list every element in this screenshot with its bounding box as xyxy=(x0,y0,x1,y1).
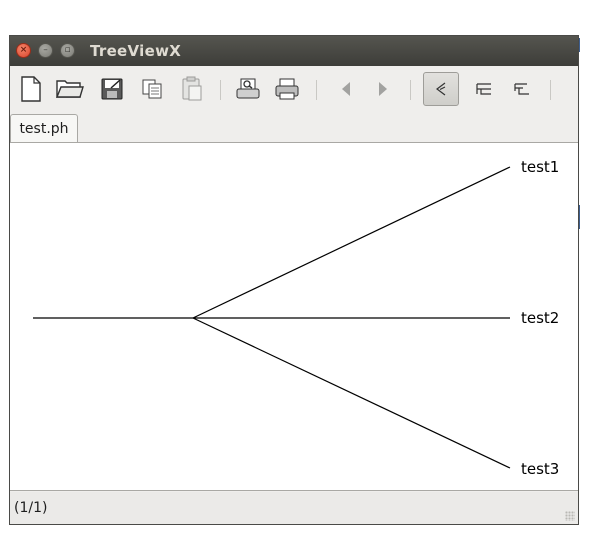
print-preview-button[interactable] xyxy=(233,74,263,104)
tab-label: test.ph xyxy=(19,120,69,137)
slanted-tree-button[interactable] xyxy=(423,72,459,106)
maximize-icon: ▫ xyxy=(64,45,71,55)
phylogram-icon xyxy=(514,83,529,95)
printer-icon xyxy=(275,78,299,100)
leaf-label: test2 xyxy=(521,309,559,327)
tab-test-ph[interactable]: test.ph xyxy=(10,114,78,142)
tab-bar: test.ph xyxy=(10,114,578,142)
minimize-window-button[interactable]: – xyxy=(38,43,53,58)
new-button[interactable] xyxy=(16,74,46,104)
phylogram-button[interactable] xyxy=(507,74,537,104)
toolbar-separator xyxy=(550,80,551,100)
toolbar xyxy=(10,66,578,114)
copy-button[interactable] xyxy=(137,74,167,104)
open-button[interactable] xyxy=(55,74,85,104)
close-icon: × xyxy=(19,45,28,55)
leaf-label: test3 xyxy=(521,460,559,478)
close-window-button[interactable]: × xyxy=(16,43,31,58)
next-tree-button[interactable] xyxy=(368,74,398,104)
print-preview-icon xyxy=(236,78,260,99)
back-arrow-icon xyxy=(342,82,350,96)
toolbar-separator xyxy=(316,80,317,100)
tree-branch xyxy=(192,166,511,319)
window-title: TreeViewX xyxy=(90,42,182,60)
previous-tree-button[interactable] xyxy=(331,74,361,104)
leaf-label: test1 xyxy=(521,158,559,176)
print-button[interactable] xyxy=(272,74,302,104)
app-window: × – ▫ TreeViewX xyxy=(9,35,579,525)
paste-button[interactable] xyxy=(177,74,207,104)
title-bar[interactable]: × – ▫ TreeViewX xyxy=(10,36,578,66)
rectangular-tree-button[interactable] xyxy=(469,74,499,104)
tree-branch xyxy=(192,317,511,469)
status-bar: (1/1) xyxy=(10,492,578,524)
open-folder-icon xyxy=(56,80,84,98)
paste-icon xyxy=(182,76,202,101)
slanted-tree-icon xyxy=(436,82,446,96)
maximize-window-button[interactable]: ▫ xyxy=(60,43,75,58)
status-text: (1/1) xyxy=(14,500,48,516)
new-document-icon xyxy=(21,76,41,102)
save-button[interactable] xyxy=(97,74,127,104)
forward-arrow-icon xyxy=(379,82,387,96)
tree-canvas[interactable]: test1 test2 test3 xyxy=(10,142,578,491)
rectangular-tree-icon xyxy=(476,83,491,95)
save-icon xyxy=(101,78,123,100)
copy-icon xyxy=(142,79,162,99)
tree-drawing: test1 test2 test3 xyxy=(33,158,559,478)
minimize-icon: – xyxy=(43,45,48,55)
toolbar-separator xyxy=(220,80,221,100)
resize-grip[interactable] xyxy=(565,511,575,521)
toolbar-separator xyxy=(410,80,411,100)
